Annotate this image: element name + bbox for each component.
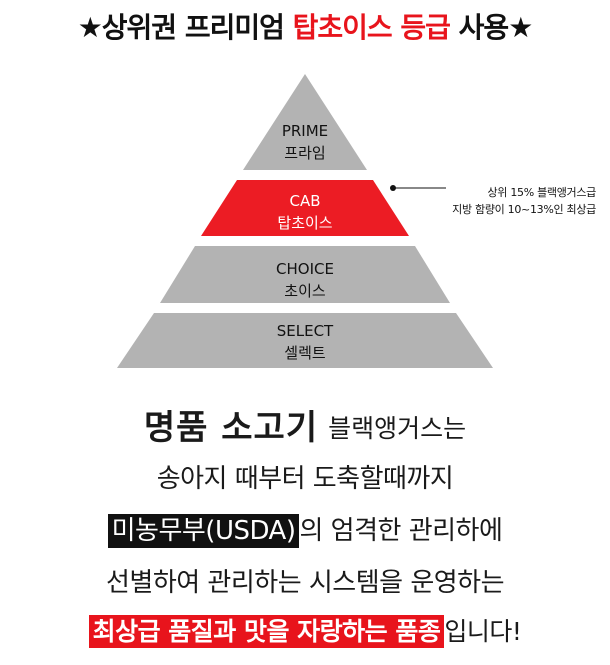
pyramid-label-cab-ko: 탑초이스 (277, 214, 332, 232)
pyramid-label-prime-ko: 프라임 (284, 144, 325, 162)
pyramid-label-prime-en: PRIME (282, 122, 328, 140)
headline-part2: 사용★ (449, 11, 534, 44)
pyramid-tier-cab (201, 180, 409, 236)
body-line-5-rest: 입니다! (444, 617, 522, 646)
pyramid-label-select-ko: 셀렉트 (284, 344, 326, 362)
body-line-3: 미농무부(USDA)의 엄격한 관리하에 (0, 510, 610, 548)
headline-highlight: 탑초이스 등급 (292, 11, 451, 44)
grade-pyramid: PRIME 프라임 CAB 탑초이스 CHOICE 초이스 SELECT 셀렉트 (117, 74, 493, 368)
note-connector-dot (390, 185, 396, 191)
body-line-4: 선별하여 관리하는 시스템을 운영하는 (105, 568, 505, 598)
pyramid-label-cab-en: CAB (289, 192, 320, 210)
pyramid-tier-prime (243, 74, 367, 170)
cab-note: 상위 15% 블랙앵거스급 지방 함량이 10~13%인 최상급 (452, 184, 596, 218)
cab-note-line1: 상위 15% 블랙앵거스급 (487, 186, 596, 199)
body-line-1: 명품 소고기 블랙앵거스는 (0, 400, 610, 449)
body-line-1-rest: 블랙앵거스는 (328, 414, 467, 443)
body-line-3-rest: 의 엄격한 관리하에 (299, 516, 503, 546)
usda-highlight: 미농무부(USDA) (107, 514, 300, 548)
pyramid-label-choice-ko: 초이스 (284, 282, 326, 300)
premium-beef-heading: 명품 소고기 (143, 408, 319, 448)
headline: ★상위권 프리미엄 탑초이스 등급 사용★ (0, 6, 610, 46)
quality-highlight: 최상급 품질과 맛을 자랑하는 품종 (88, 615, 445, 648)
headline-part1: ★상위권 프리미엄 (77, 11, 293, 44)
body-line-2: 송아지 때부터 도축할때까지 (156, 464, 454, 494)
pyramid-label-choice-en: CHOICE (276, 260, 334, 278)
pyramid-label-select-en: SELECT (277, 322, 334, 340)
pyramid-tier-select (117, 313, 493, 368)
pyramid-tier-choice (160, 246, 450, 303)
cab-note-line2: 지방 함량이 10~13%인 최상급 (452, 203, 596, 216)
